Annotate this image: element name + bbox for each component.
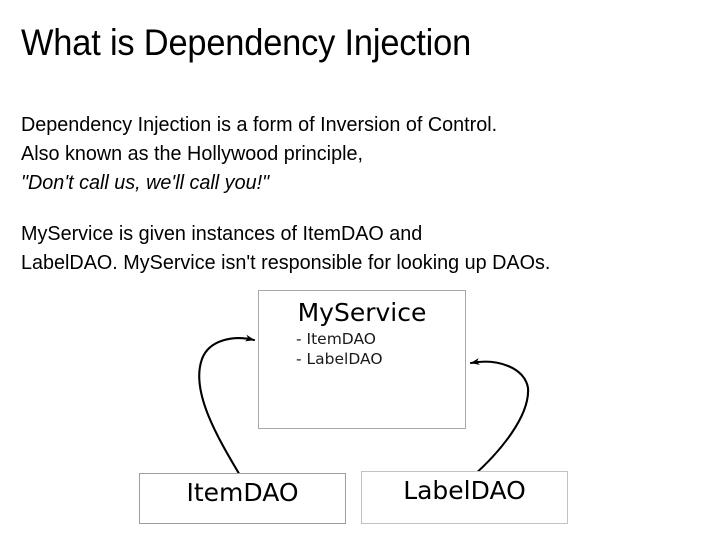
body-line-5: LabelDAO. MyService isn't responsible fo…	[21, 251, 551, 274]
node-itemdao-title: ItemDAO	[186, 478, 299, 507]
body-line-2: Also known as the Hollywood principle,	[21, 142, 363, 165]
body-line-4: MyService is given instances of ItemDAO …	[21, 222, 423, 245]
body-text-block: Dependency Injection is a form of Invers…	[21, 110, 687, 277]
node-labeldao[interactable]: LabelDAO	[361, 471, 568, 524]
node-myservice-title: MyService	[297, 298, 427, 327]
dependency-item-itemdao: - ItemDAO	[296, 330, 376, 348]
body-line-1: Dependency Injection is a form of Invers…	[21, 113, 498, 136]
arrow-itemdao-to-myservice	[198, 334, 256, 479]
node-labeldao-title: LabelDAO	[403, 476, 526, 505]
paragraph-spacer	[21, 197, 687, 219]
node-itemdao[interactable]: ItemDAO	[139, 473, 346, 524]
body-line-3-quote: "Don't call us, we'll call you!"	[21, 171, 270, 194]
node-myservice-dependency-list: - ItemDAO - LabelDAO	[259, 328, 465, 369]
node-myservice[interactable]: MyService - ItemDAO - LabelDAO	[258, 290, 466, 429]
arrow-labeldao-to-myservice	[469, 358, 530, 478]
dependency-item-labeldao: - LabelDAO	[296, 349, 383, 368]
page-title: What is Dependency Injection	[21, 22, 472, 63]
